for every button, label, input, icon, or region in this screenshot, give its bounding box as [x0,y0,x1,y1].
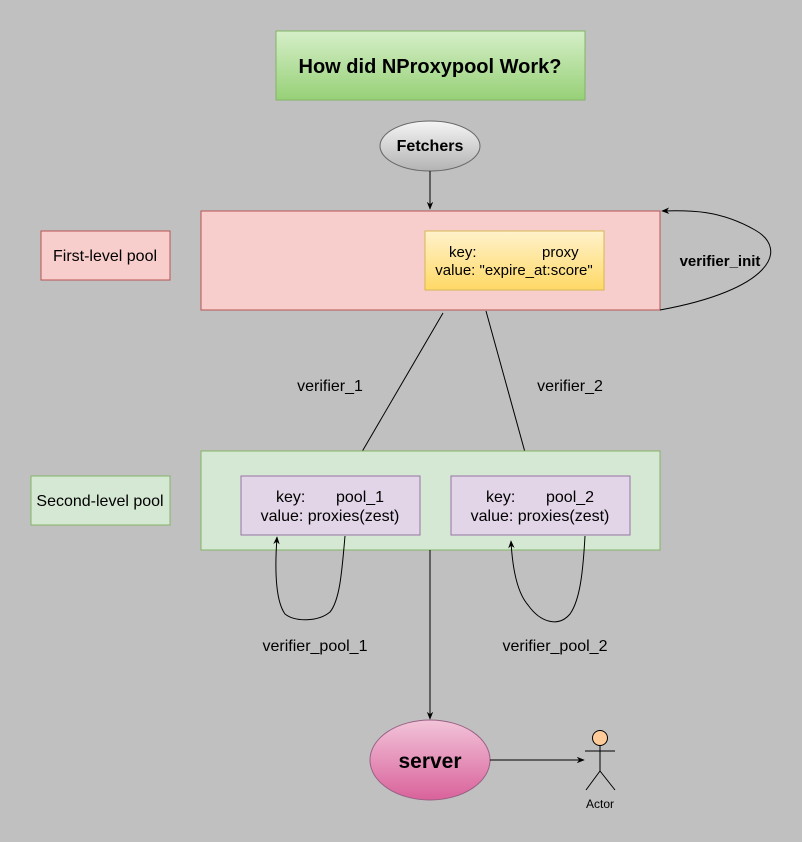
record-key-value: proxy [542,244,579,261]
verifier-2-label: verifier_2 [537,378,603,395]
actor-label: Actor [586,797,614,811]
actor-icon [585,730,616,791]
record-value-line: value: "expire_at:score" [435,262,592,279]
fetchers-label: Fetchers [397,138,464,155]
pool-2-key-value: pool_2 [546,489,594,506]
first-level-pool-label: First-level pool [53,248,157,265]
verifier-1-label: verifier_1 [297,378,363,395]
pool-1-key-value: pool_1 [336,489,384,506]
pool-2-key-label: key: [486,489,515,506]
pool-2-value-line: value: proxies(zest) [471,508,610,525]
verifier-init-edge [659,207,772,311]
verifier-pool-1-edge [273,535,346,621]
first-level-pool-label-box: First-level pool [40,230,171,281]
title-box: How did NProxypool Work? [275,30,586,101]
server-label: server [398,750,461,773]
diagram-title: How did NProxypool Work? [299,56,562,78]
verifier-1-edge [348,312,444,475]
verifier-init-label: verifier_init [680,253,761,270]
pool-2-record: key: pool_2 value: proxies(zest) [450,475,631,536]
verifier-pool-2-edge [508,535,586,623]
pool-1-key-label: key: [276,489,305,506]
first-pool-record: key: proxy value: "expire_at:score" [424,230,605,291]
second-level-pool-label: Second-level pool [36,493,163,510]
second-level-pool-label-box: Second-level pool [30,475,171,526]
pool-1-value-line: value: proxies(zest) [261,508,400,525]
record-key-label: key: [449,244,477,261]
fetchers-node: Fetchers [379,120,481,172]
pool-1-record: key: pool_1 value: proxies(zest) [240,475,421,536]
verifier-pool-2-label: verifier_pool_2 [503,638,608,655]
verifier-2-edge [485,310,533,475]
verifier-pool-1-label: verifier_pool_1 [263,638,368,655]
server-node: server [369,719,491,801]
